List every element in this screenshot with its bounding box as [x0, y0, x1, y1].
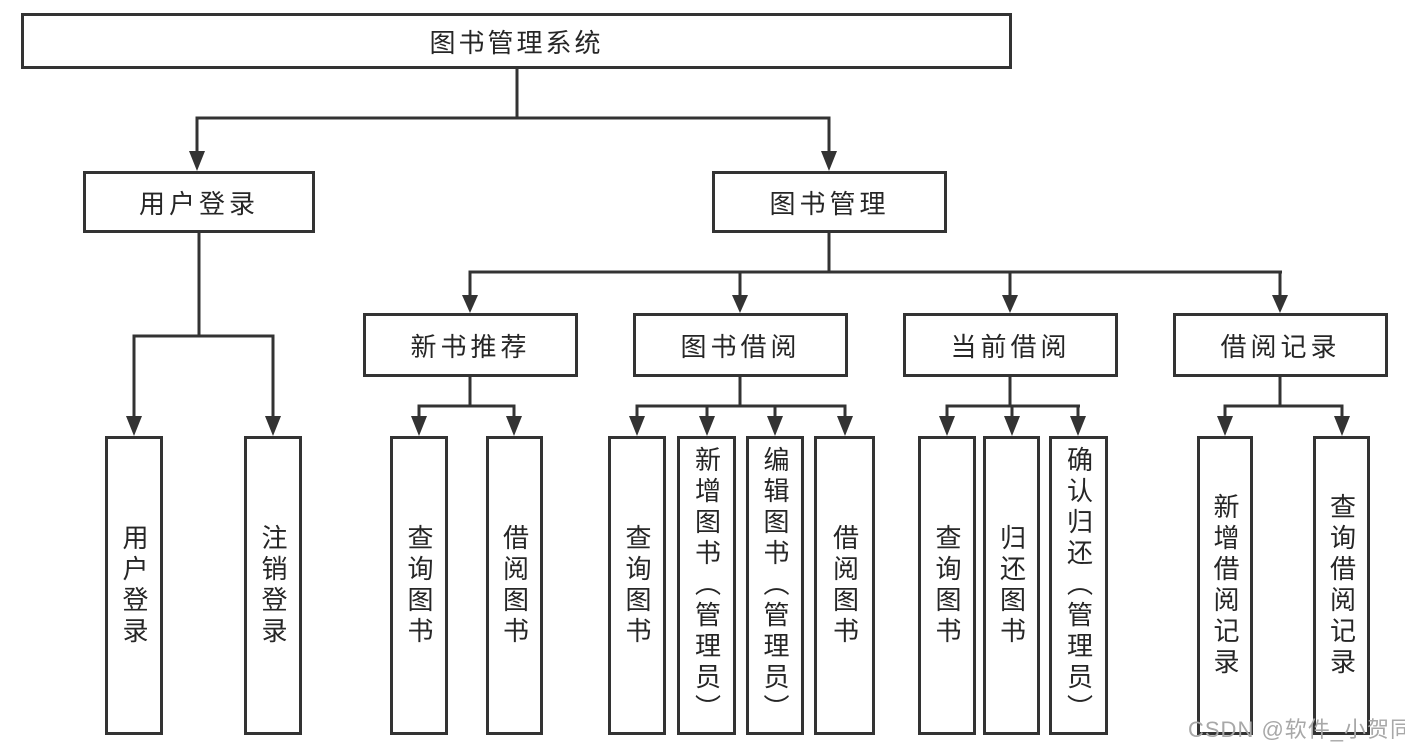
arrow-head [1004, 416, 1020, 436]
arrow-head [126, 416, 142, 436]
csdn-watermark: CSDN @软件_小贺同学 [1188, 717, 1405, 742]
arrow-head [1002, 295, 1018, 313]
arrow-head [462, 295, 478, 313]
node-label: 图书管理 [769, 188, 890, 219]
node-current-borrowing: 当前借阅 [903, 313, 1118, 377]
node-label: 用户登录 [138, 188, 259, 219]
leaf-label: 新增借阅记录 [1210, 492, 1240, 679]
arrow-head [1334, 416, 1350, 436]
arrow-head [189, 151, 205, 171]
leaf-label: 注销登录 [258, 523, 288, 648]
connector-borrow-records-branch [1217, 377, 1350, 436]
arrow-head [629, 416, 645, 436]
leaf-return-books: 归还图书 [983, 436, 1040, 735]
node-user-login: 用户登录 [83, 171, 315, 233]
arrow-head [1070, 416, 1086, 436]
connector-root-to-level2 [189, 69, 837, 171]
node-book-management: 图书管理 [712, 171, 947, 233]
leaf-query-books-recommend: 查询图书 [390, 436, 448, 735]
leaf-borrow-books-recommend: 借阅图书 [486, 436, 543, 735]
node-book-borrowing: 图书借阅 [633, 313, 848, 377]
leaf-label: 新增图书（管理员） [691, 446, 722, 725]
node-label: 图书管理系统 [429, 27, 604, 58]
node-borrowing-records: 借阅记录 [1173, 313, 1388, 377]
node-label: 图书借阅 [680, 331, 801, 362]
arrow-head [837, 416, 853, 436]
connector-current-borrow-branch [939, 377, 1086, 436]
leaf-confirm-return-admin: 确认归还（管理员） [1049, 436, 1108, 735]
arrow-head [939, 416, 955, 436]
arrow-head [821, 151, 837, 171]
leaf-label: 归还图书 [996, 523, 1027, 648]
connector-new-book-branch [411, 377, 522, 436]
leaf-query-borrow-record: 查询借阅记录 [1313, 436, 1370, 735]
node-label: 当前借阅 [950, 331, 1071, 362]
arrow-head [699, 416, 715, 436]
leaf-user-login: 用户登录 [105, 436, 163, 735]
leaf-label: 编辑图书（管理员） [760, 446, 790, 725]
leaf-edit-book-admin: 编辑图书（管理员） [746, 436, 804, 735]
leaf-label: 用户登录 [119, 523, 149, 648]
arrow-head [1272, 295, 1288, 313]
node-library-system: 图书管理系统 [21, 13, 1012, 69]
leaf-label: 查询借阅记录 [1326, 492, 1357, 679]
leaf-query-books-current: 查询图书 [918, 436, 976, 735]
connector-user-login-branch [126, 231, 281, 436]
leaf-label: 查询图书 [404, 523, 434, 648]
connector-book-borrow-branch [629, 377, 853, 436]
leaf-label: 查询图书 [622, 523, 652, 648]
arrow-head [265, 416, 281, 436]
arrow-head [1217, 416, 1233, 436]
node-new-book-recommend: 新书推荐 [363, 313, 578, 377]
leaf-logout: 注销登录 [244, 436, 302, 735]
connector-book-mgmt-to-level3 [462, 233, 1288, 313]
leaf-add-book-admin: 新增图书（管理员） [677, 436, 736, 735]
leaf-label: 借阅图书 [829, 523, 860, 648]
leaf-label: 借阅图书 [499, 523, 530, 648]
arrow-head [732, 295, 748, 313]
arrow-head [767, 416, 783, 436]
leaf-label: 查询图书 [932, 523, 962, 648]
leaf-label: 确认归还（管理员） [1063, 446, 1094, 725]
arrow-head [411, 416, 427, 436]
leaf-query-books-borrowing: 查询图书 [608, 436, 666, 735]
node-label: 借阅记录 [1220, 331, 1341, 362]
arrow-head [506, 416, 522, 436]
leaf-add-borrow-record: 新增借阅记录 [1197, 436, 1253, 735]
leaf-borrow-books: 借阅图书 [814, 436, 875, 735]
node-label: 新书推荐 [410, 331, 531, 362]
